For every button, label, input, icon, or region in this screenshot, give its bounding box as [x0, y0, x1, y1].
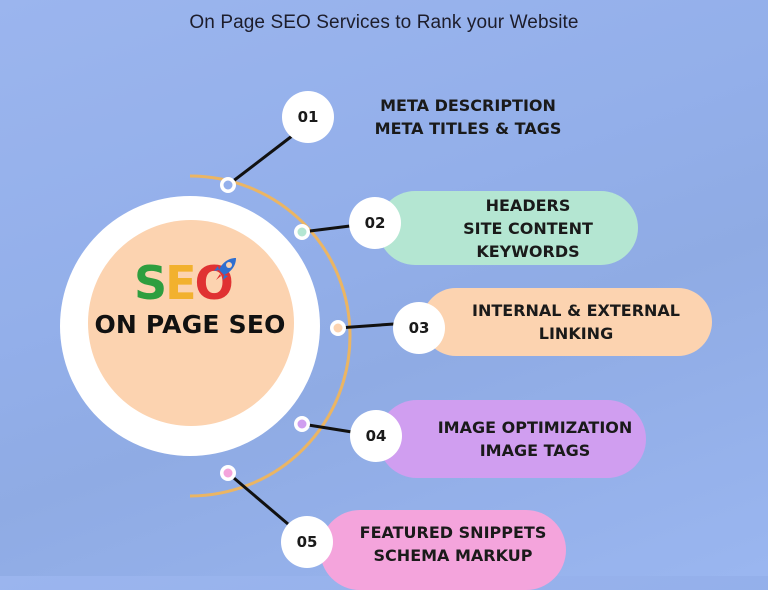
seo-logo: S E O: [134, 256, 236, 310]
rocket-icon: [213, 258, 236, 280]
item-04-pill: IMAGE OPTIMIZATION IMAGE TAGS: [378, 400, 646, 478]
seo-logo-s: S: [134, 256, 167, 310]
seo-logo-e: E: [165, 256, 196, 310]
item-01-text: META DESCRIPTION META TITLES & TAGS: [366, 94, 570, 140]
connector-graphics: [189, 134, 395, 526]
item-05-line-1: FEATURED SNIPPETS: [359, 523, 547, 542]
item-03-line-1: INTERNAL & EXTERNAL LINKING: [472, 301, 680, 343]
item-02-pill: HEADERS SITE CONTENT KEYWORDS: [378, 191, 638, 265]
item-02-number: 02: [349, 197, 401, 249]
connector-line-01: [227, 134, 293, 187]
item-03-number: 03: [393, 302, 445, 354]
item-05-number: 05: [281, 516, 333, 568]
orange-arc: [189, 174, 352, 498]
item-02-line-3: KEYWORDS: [476, 241, 580, 261]
item-01-line-1: META DESCRIPTION: [380, 96, 556, 115]
item-04-line-1: IMAGE OPTIMIZATION: [437, 418, 633, 437]
seo-logo-o: O: [195, 256, 236, 310]
page-title: On Page SEO Services to Rank your Websit…: [189, 12, 579, 33]
center-circle-inner: [88, 220, 294, 426]
item-02-line-1: HEADERS: [485, 195, 571, 215]
item-05-line-2: SCHEMA MARKUP: [373, 546, 533, 565]
connector-dot-04: [294, 416, 310, 432]
item-04-line-2: IMAGE TAGS: [479, 441, 591, 460]
connector-line-03: [337, 322, 395, 330]
connector-line-02: [301, 224, 351, 234]
connector-line-04: [301, 422, 353, 434]
center-label: ON PAGE SEO: [94, 310, 286, 339]
connector-line-05: [227, 471, 289, 526]
item-01-number: 01: [282, 91, 334, 143]
connector-dot-02: [294, 224, 310, 240]
connector-dot-05: [220, 465, 236, 481]
item-01-line-2: META TITLES & TAGS: [374, 119, 562, 138]
item-03-pill: INTERNAL & EXTERNAL LINKING: [422, 288, 712, 356]
item-04-number: 04: [350, 410, 402, 462]
item-02-line-2: SITE CONTENT: [463, 218, 593, 238]
connector-dot-01: [220, 177, 236, 193]
connector-dot-03: [330, 320, 346, 336]
